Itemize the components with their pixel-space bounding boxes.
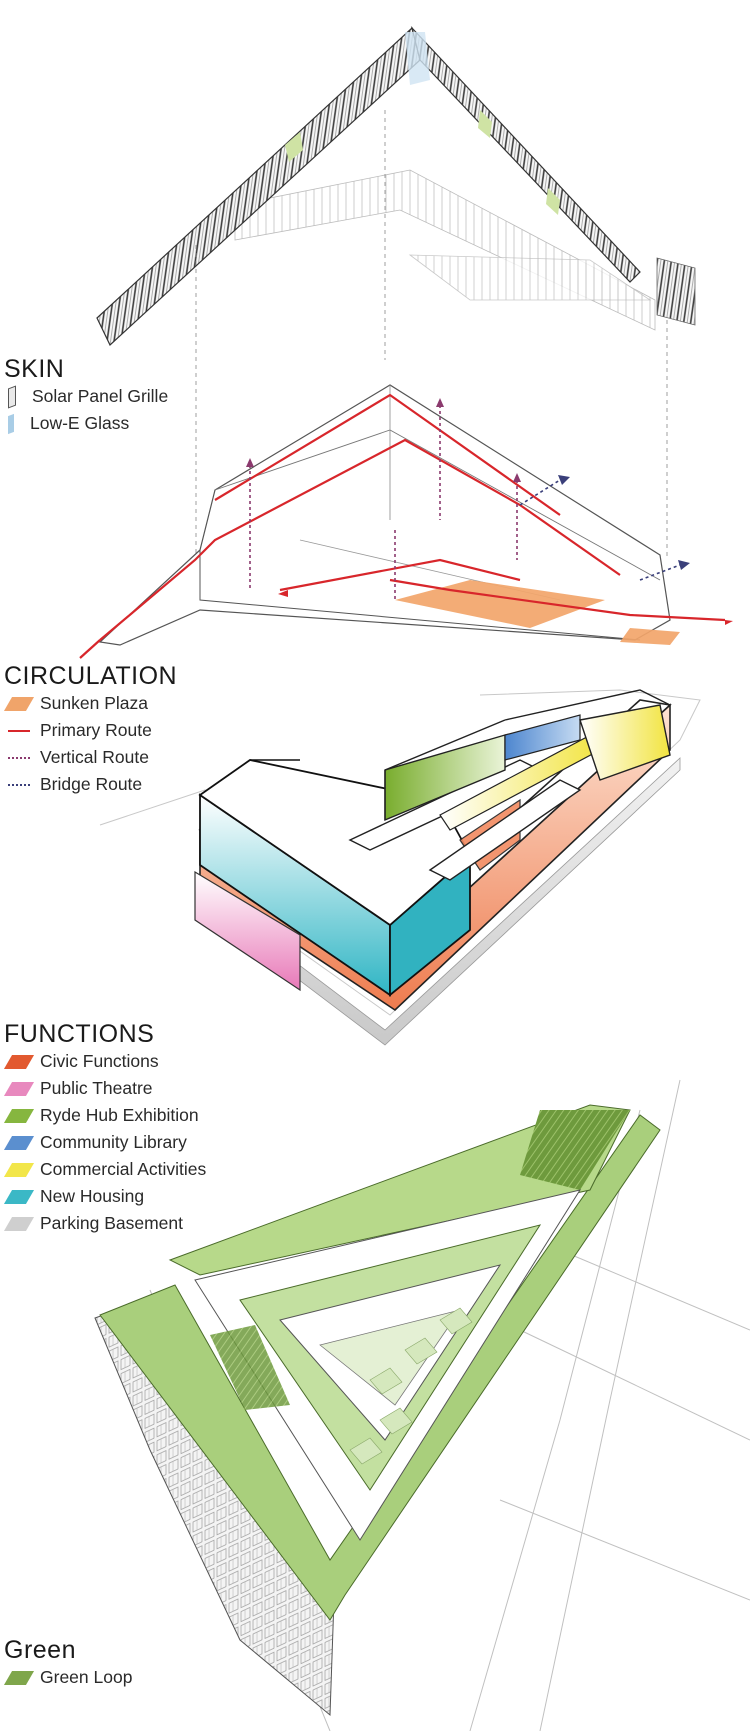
green-loop-outer — [99, 1114, 661, 1621]
legend-label: Bridge Route — [40, 774, 143, 794]
community-library-swatch — [3, 1135, 35, 1150]
green-accent-1 — [285, 132, 303, 162]
legend-item-new-housing: New Housing — [3, 1183, 206, 1210]
legend-label: Low-E Glass — [30, 413, 130, 433]
legend-item-public-theatre: Public Theatre — [3, 1075, 206, 1102]
primary-route-swatch — [8, 729, 30, 732]
commercial-activities-swatch — [3, 1162, 35, 1177]
legend-label: Green Loop — [40, 1667, 133, 1687]
functions-legend: FUNCTIONS Civic Functions Public Theatre… — [3, 1020, 207, 1237]
lower-grille-strip — [234, 169, 656, 331]
legend-item-solar-panel-grille: Solar Panel Grille — [4, 383, 168, 410]
legend-item-sunken-plaza: Sunken Plaza — [3, 690, 177, 717]
skin-legend-title: SKIN — [4, 355, 65, 383]
legend-item-primary-route: Primary Route — [4, 717, 177, 744]
new-housing-swatch — [3, 1189, 35, 1204]
legend-item-parking-basement: Parking Basement — [3, 1210, 206, 1237]
circulation-legend: CIRCULATION Sunken Plaza Primary Route V… — [3, 662, 178, 798]
green-legend: Green Green Loop — [3, 1636, 133, 1691]
legend-label: Parking Basement — [40, 1213, 183, 1233]
legend-item-ryde-hub-exhibition: Ryde Hub Exhibition — [3, 1102, 206, 1129]
green-legend-title: Green — [4, 1636, 76, 1664]
functions-legend-title: FUNCTIONS — [4, 1020, 155, 1048]
legend-item-civic-functions: Civic Functions — [3, 1048, 206, 1075]
bridge-route-swatch — [8, 783, 30, 786]
skin-layer — [96, 25, 696, 560]
circulation-legend-title: CIRCULATION — [4, 662, 178, 690]
legend-label: Public Theatre — [40, 1078, 153, 1098]
green-layer — [94, 1079, 750, 1731]
rear-grille-strip — [408, 254, 652, 301]
legend-label: Solar Panel Grille — [32, 386, 169, 406]
vertical-route-swatch — [8, 756, 30, 759]
sunken-plaza-fill — [395, 580, 605, 628]
public-theatre-swatch — [3, 1081, 35, 1096]
green-loop-swatch — [3, 1670, 35, 1685]
sunken-plaza-swatch — [3, 696, 35, 711]
grille-icon — [8, 385, 16, 408]
green-accent-3 — [546, 188, 560, 215]
circulation-layer — [79, 384, 733, 659]
legend-item-vertical-route: Vertical Route — [4, 744, 177, 771]
legend-label: Ryde Hub Exhibition — [40, 1105, 199, 1125]
route-arrow-left — [278, 590, 288, 597]
parking-basement-swatch — [3, 1216, 35, 1231]
legend-item-green-loop: Green Loop — [3, 1664, 133, 1691]
legend-item-commercial-activities: Commercial Activities — [3, 1156, 207, 1183]
route-arrow-right — [725, 620, 733, 625]
ryde-hub-exhibition-swatch — [3, 1108, 35, 1123]
legend-item-low-e-glass: Low-E Glass — [4, 410, 168, 437]
legend-label: Sunken Plaza — [40, 693, 148, 713]
legend-label: Community Library — [40, 1132, 187, 1152]
civic-functions-swatch — [3, 1054, 35, 1069]
green-accent-2 — [478, 110, 492, 138]
legend-label: Civic Functions — [40, 1051, 159, 1071]
legend-label: Commercial Activities — [40, 1159, 207, 1179]
skin-legend: SKIN Solar Panel Grille Low-E Glass — [4, 355, 168, 437]
legend-label: New Housing — [40, 1186, 145, 1206]
legend-label: Primary Route — [40, 720, 152, 740]
legend-label: Vertical Route — [40, 747, 149, 767]
legend-item-community-library: Community Library — [3, 1129, 206, 1156]
roof-glass-ridge — [405, 32, 430, 85]
commercial-activities-2 — [579, 704, 671, 781]
public-theatre — [194, 870, 301, 992]
legend-item-bridge-route: Bridge Route — [4, 771, 177, 798]
glass-icon — [8, 413, 14, 434]
functions-layer — [99, 689, 701, 1046]
green-loop-hatch — [520, 1110, 630, 1190]
end-grille-panel — [656, 257, 696, 326]
circulation-building-outline — [98, 384, 671, 646]
